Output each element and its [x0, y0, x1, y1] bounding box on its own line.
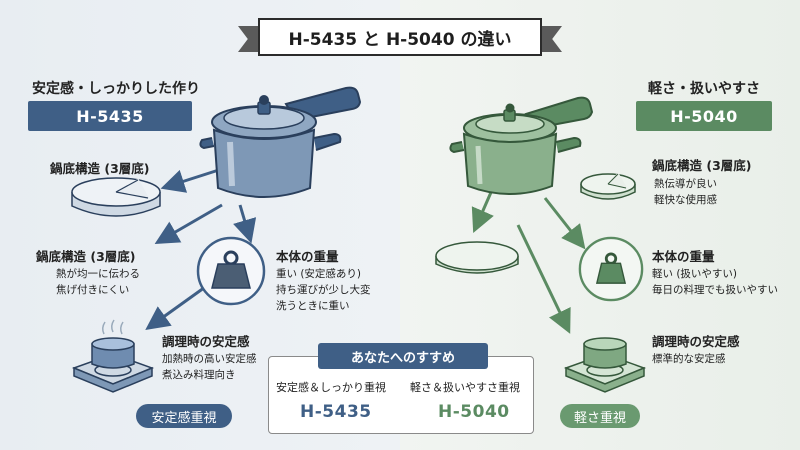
recommendation-box [268, 356, 534, 434]
right-tag: 軽さ重視 [560, 404, 640, 428]
left-weight-line-1: 重い (安定感あり) [276, 268, 362, 280]
left-heat-line-1: 熱が均一に伝わる [56, 268, 140, 280]
recommendation-left-label: 安定感＆しっかり重視 [276, 381, 386, 394]
arrow-to-weight [233, 204, 257, 244]
left-heat-line-2: 焦げ付きにくい [56, 284, 130, 296]
recommendation-heading: あなたへのすすめ [318, 343, 488, 369]
recommendation-left-model: H-5435 [300, 402, 372, 422]
right-weight-line-2: 毎日の料理でも扱いやすい [652, 284, 778, 296]
recommendation-right-model: H-5040 [438, 402, 510, 422]
left-model-pill: H-5435 [28, 101, 192, 131]
right-bottom-construction-heading: 鍋底構造 (3層底) [652, 158, 752, 173]
right-arrows [471, 189, 586, 334]
recommendation-right-label: 軽さ＆扱いやすさ重視 [410, 381, 520, 394]
stove-icon [71, 319, 155, 393]
arrow-to-heat [154, 203, 223, 245]
disc-icon-right-small [580, 172, 636, 200]
left-caption: 安定感・しっかりした作り [32, 81, 200, 97]
arrow-to-disc-right [471, 189, 494, 233]
left-weight-line-2: 持ち運びが少し大変 [276, 284, 371, 296]
weight-icon-right [578, 236, 644, 302]
weight-icon [196, 236, 266, 306]
pressure-cooker-icon-right [449, 96, 594, 195]
right-bottom-line-2: 軽快な使用感 [654, 194, 717, 206]
left-heat-heading: 鍋底構造 (3層底) [36, 249, 136, 264]
left-stability-heading: 調理時の安定感 [162, 334, 250, 349]
arrow-to-stove [145, 283, 209, 330]
left-weight-line-3: 洗うときに重い [276, 300, 350, 312]
right-stability-heading: 調理時の安定感 [652, 334, 740, 349]
stove-icon-right [563, 337, 647, 393]
page-title: H-5435 と H-5040 の違い [258, 18, 542, 56]
right-model-pill: H-5040 [636, 101, 772, 131]
arrow-to-stove-right [516, 224, 571, 334]
right-weight-line-1: 軽い (扱いやすい) [652, 268, 738, 280]
right-bottom-line-1: 熱伝導が良い [654, 178, 717, 190]
right-stability-line-1: 標準的な安定感 [652, 353, 726, 365]
right-weight-heading: 本体の重量 [652, 249, 715, 264]
left-stability-line-1: 加熱時の高い安定感 [162, 353, 257, 365]
disc-icon [71, 177, 161, 217]
left-stability-line-2: 煮込み料理向き [162, 369, 236, 381]
left-bottom-construction-heading: 鍋底構造 (3層底) [50, 161, 150, 176]
left-weight-heading: 本体の重量 [276, 249, 339, 264]
disc-icon-right [435, 241, 519, 274]
right-caption: 軽さ・扱いやすさ [648, 81, 760, 97]
arrow-to-weight-right [543, 197, 586, 250]
left-tag: 安定感重視 [136, 404, 232, 428]
pressure-cooker-icon [199, 86, 362, 198]
